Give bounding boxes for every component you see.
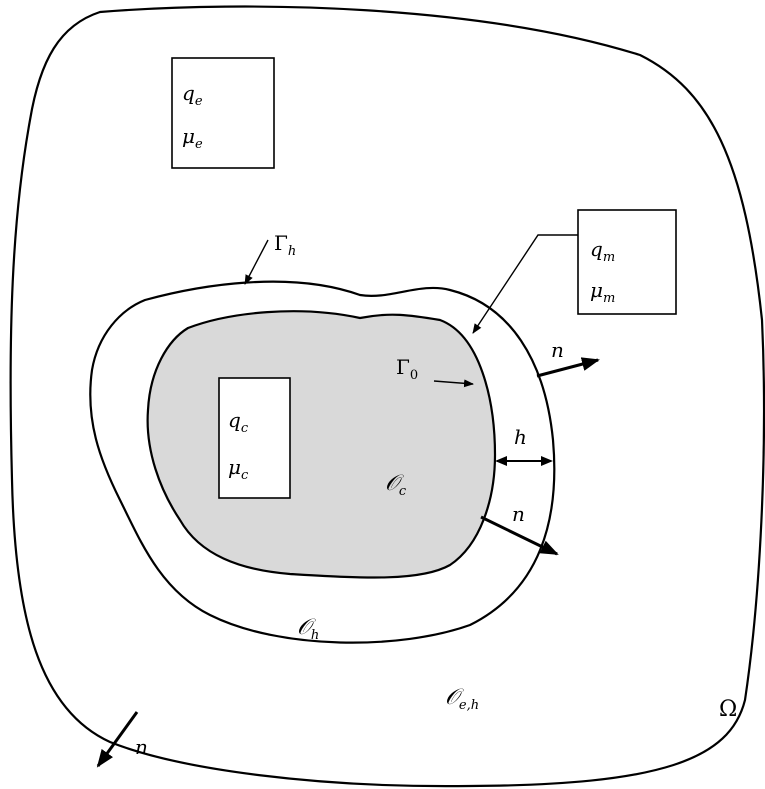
gamma-h-arrow: [244, 239, 269, 285]
oc-region: [146, 310, 497, 579]
gamma-h-label: Γh: [274, 231, 296, 259]
muc-label: μc: [228, 455, 249, 483]
qc-label: qc: [228, 408, 249, 436]
gamma-0-arrow: [433, 379, 474, 388]
oh-label: 𝒪h: [297, 615, 319, 643]
qm-label: qm: [590, 237, 615, 265]
gamma-0-label: Γ0: [396, 355, 418, 383]
normal-arrow-oc: [480, 515, 559, 556]
mum-label: μm: [590, 278, 615, 306]
qe-label: qe: [182, 81, 203, 109]
mue-label: μe: [182, 124, 203, 152]
normal-label-oc: n: [512, 502, 525, 526]
thickness-label: h: [514, 425, 527, 449]
normal-label-omega: n: [135, 735, 148, 759]
box-exterior: [171, 57, 275, 169]
normal-arrow-oh: [536, 357, 600, 378]
omega-boundary: [9, 5, 765, 788]
box-middle: [577, 209, 677, 315]
oh-boundary: [89, 280, 556, 644]
omega-label: Ω: [719, 697, 737, 722]
oeh-label: 𝒪e,h: [445, 685, 479, 713]
normal-label-oh: n: [551, 338, 564, 362]
middle-box-leader: [472, 234, 578, 334]
box-core: [218, 377, 291, 499]
normal-arrow-omega: [96, 711, 139, 768]
